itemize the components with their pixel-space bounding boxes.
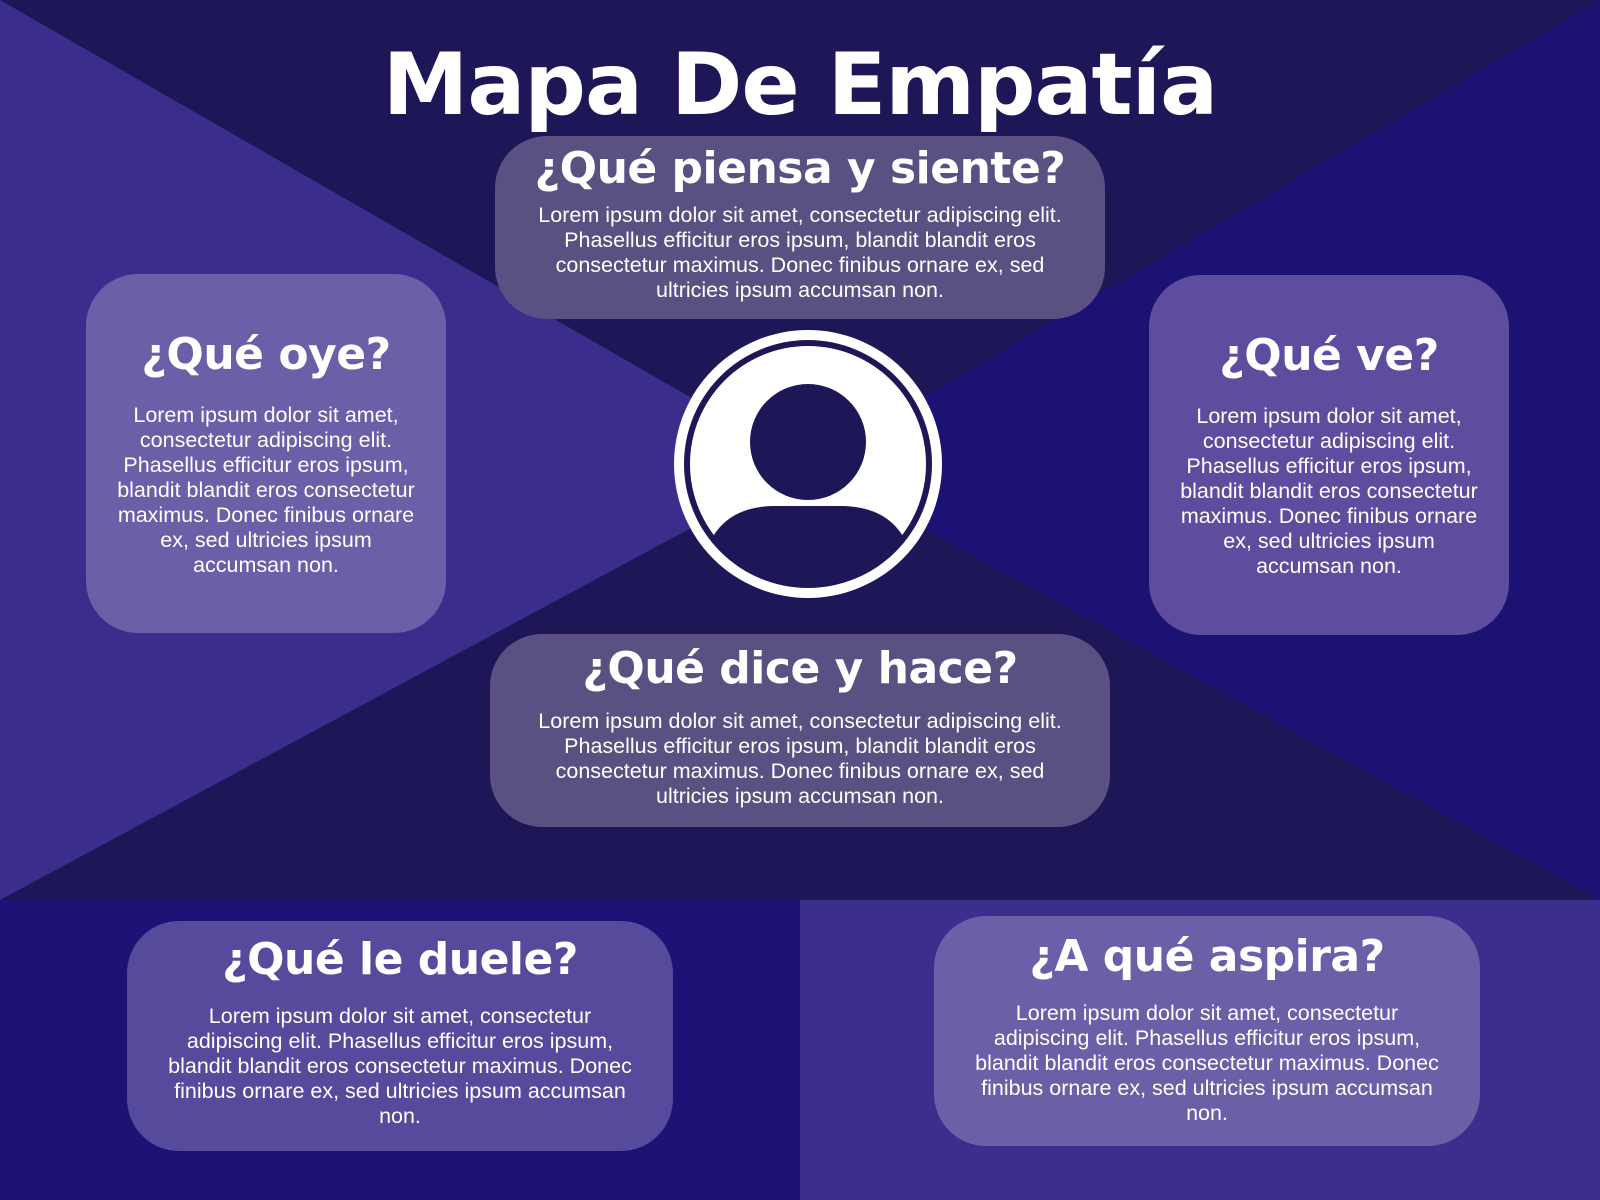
card-body: Lorem ipsum dolor sit amet, consectetur … [1180,403,1478,578]
card-hears: ¿Qué oye? Lorem ipsum dolor sit amet, co… [86,274,446,633]
card-heading: ¿Qué ve? [1219,330,1439,381]
page-title: Mapa De Empatía [382,35,1218,135]
card-heading: ¿Qué piensa y siente? [534,143,1066,194]
user-avatar-icon [672,328,944,600]
avatar-shoulders [702,506,914,584]
card-heading: ¿Qué dice y hace? [582,643,1018,694]
card-aspires: ¿A qué aspira? Lorem ipsum dolor sit ame… [934,916,1480,1146]
card-heading: ¿Qué le duele? [222,934,578,985]
card-heading: ¿A qué aspira? [1029,931,1385,982]
avatar-head [750,384,866,500]
card-body: Lorem ipsum dolor sit amet, consectetur … [538,202,1062,302]
card-says-does: ¿Qué dice y hace? Lorem ipsum dolor sit … [490,634,1110,827]
card-pains: ¿Qué le duele? Lorem ipsum dolor sit ame… [127,921,673,1151]
card-sees: ¿Qué ve? Lorem ipsum dolor sit amet, con… [1149,275,1509,635]
card-body: Lorem ipsum dolor sit amet, consectetur … [538,708,1062,808]
card-heading: ¿Qué oye? [141,329,391,380]
card-body: Lorem ipsum dolor sit amet, consectetur … [117,402,415,577]
card-body: Lorem ipsum dolor sit amet, consectetur … [975,1000,1439,1125]
card-thinks-feels: ¿Qué piensa y siente? Lorem ipsum dolor … [495,136,1105,319]
card-body: Lorem ipsum dolor sit amet, consectetur … [168,1003,632,1128]
